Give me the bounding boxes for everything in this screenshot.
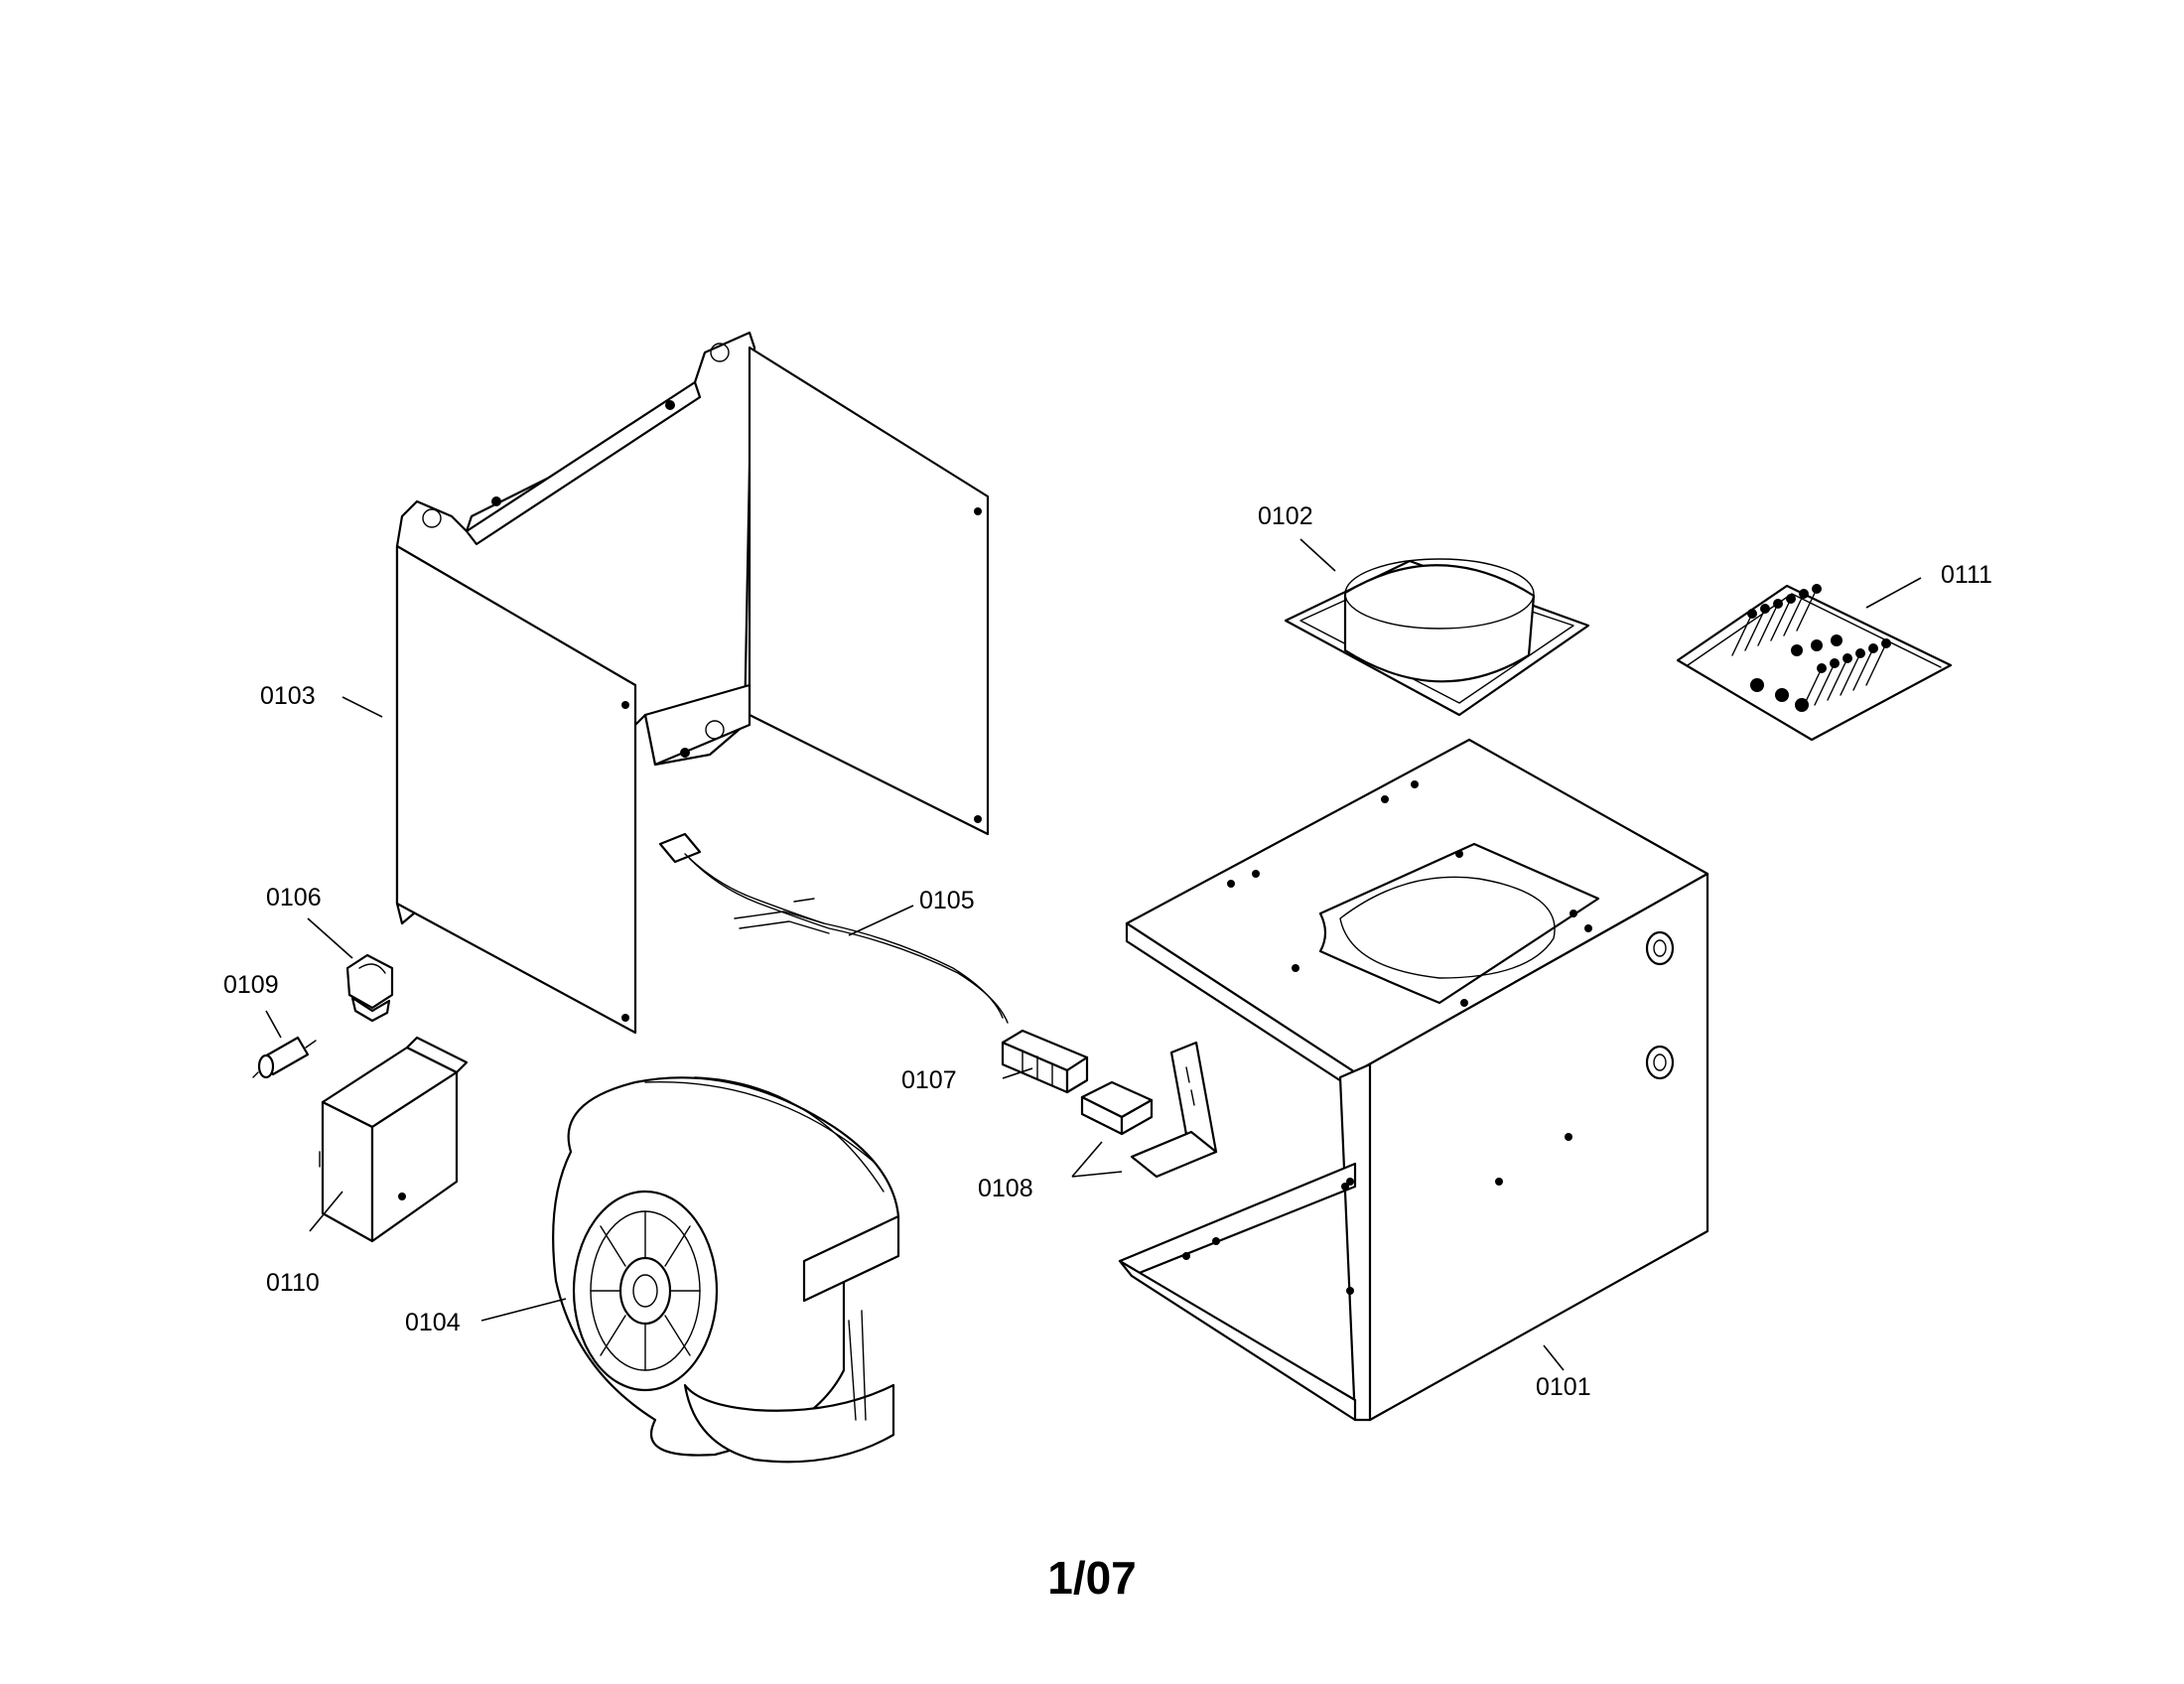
part-labels: 0103 0102 0111 0105 0106 0109 0107 0108 …	[223, 502, 1992, 1401]
label-0109: 0109	[223, 971, 279, 999]
label-0108: 0108	[978, 1175, 1033, 1202]
label-0104: 0104	[405, 1309, 461, 1336]
hardware-kit-0111	[1676, 584, 1953, 742]
switch-0106	[345, 953, 394, 1023]
connector-0107	[1001, 1029, 1089, 1094]
label-0110: 0110	[266, 1269, 320, 1297]
mounting-bracket-0103	[395, 331, 990, 1035]
page-number: 1/07	[1047, 1552, 1137, 1604]
capacitor-0109	[252, 1036, 317, 1079]
label-0101: 0101	[1536, 1373, 1591, 1401]
wire-harness-0105	[658, 832, 1009, 1024]
terminal-block-bracket-0108	[1080, 1041, 1218, 1179]
leader-lines	[265, 538, 1922, 1371]
blower-motor-0104	[552, 1076, 900, 1464]
label-0103: 0103	[260, 682, 316, 710]
collar-plate-0102	[1284, 558, 1590, 717]
label-0106: 0106	[266, 884, 322, 912]
cabinet-housing-0101	[1118, 738, 1709, 1422]
control-box-0110	[319, 1036, 469, 1243]
label-0107: 0107	[901, 1066, 957, 1094]
label-0102: 0102	[1258, 502, 1313, 530]
label-0105: 0105	[919, 887, 975, 914]
label-0111: 0111	[1941, 561, 1992, 589]
